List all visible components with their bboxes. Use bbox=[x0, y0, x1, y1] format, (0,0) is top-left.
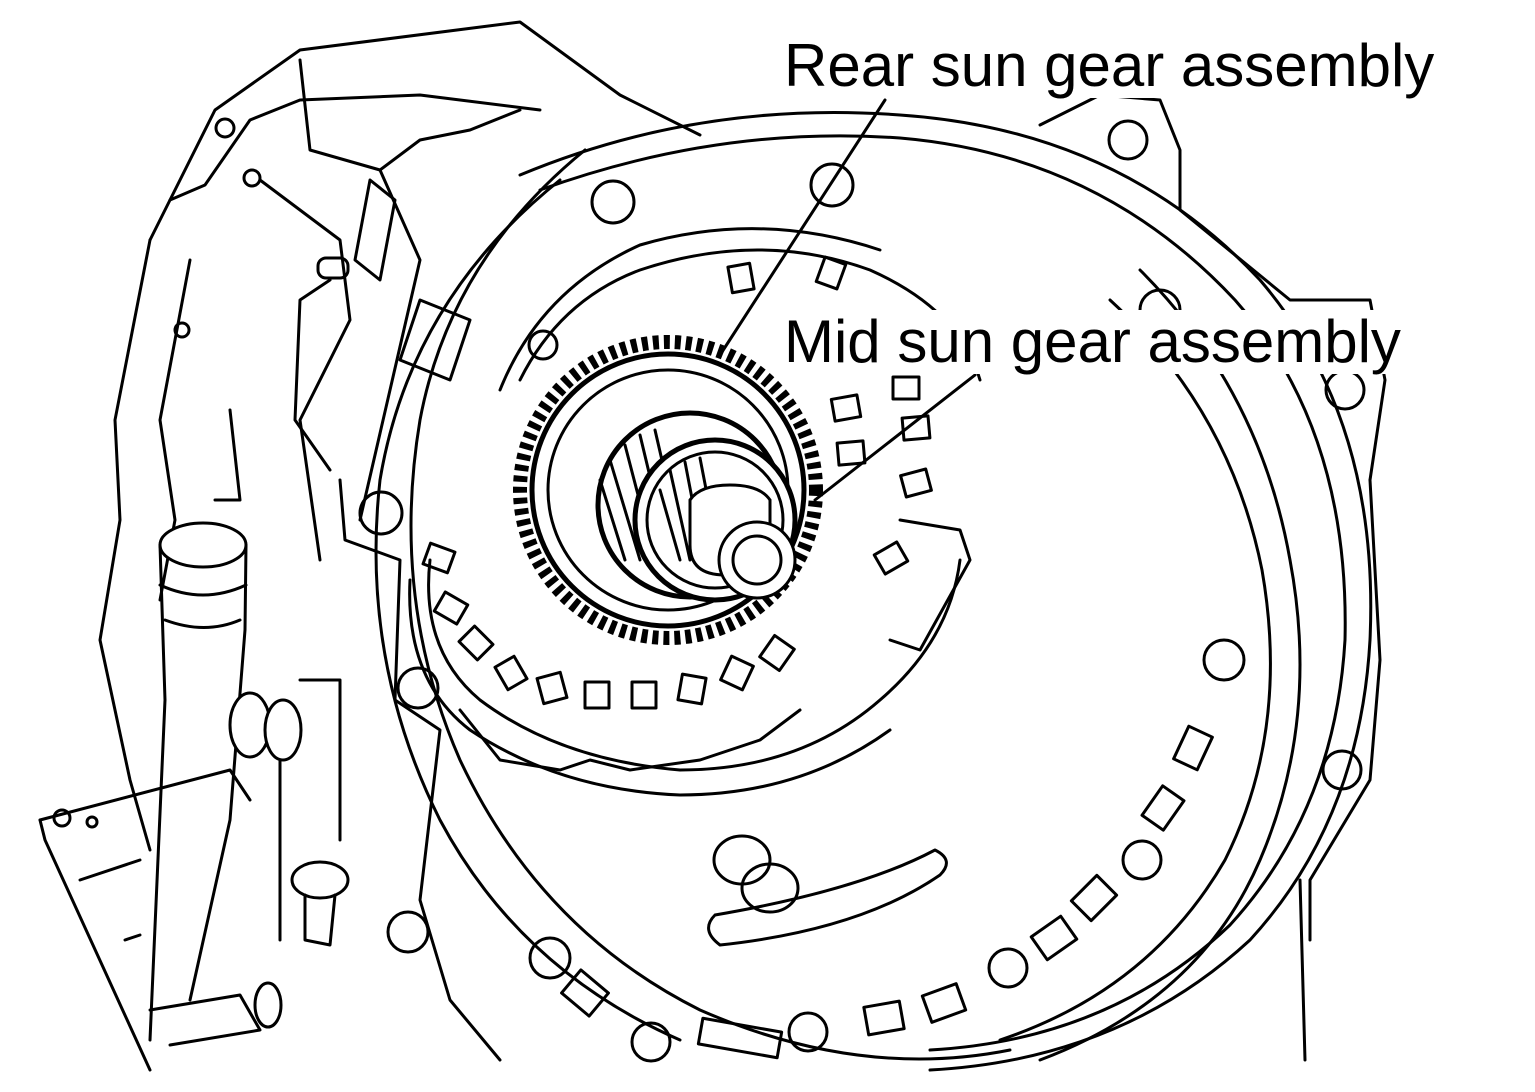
bell-housing-ring bbox=[338, 148, 1302, 1063]
filler-tube bbox=[148, 521, 248, 1042]
left-housing bbox=[98, 20, 702, 852]
lower-center-features bbox=[707, 834, 948, 947]
flange-slots bbox=[560, 724, 1214, 1060]
rear-sun-gear-leader bbox=[718, 98, 887, 357]
rear-sun-gear bbox=[513, 335, 823, 645]
rear-sun-gear-label: Rear sun gear assembly bbox=[780, 34, 1439, 98]
mid-sun-gear bbox=[595, 410, 798, 603]
clutch-drum bbox=[408, 227, 982, 797]
lower-cylinders bbox=[228, 678, 350, 947]
clutch-teeth bbox=[421, 255, 933, 710]
mid-sun-gear-label: Mid sun gear assembly bbox=[780, 310, 1405, 374]
lower-left-plate bbox=[38, 768, 283, 1072]
mid-sun-gear-leader bbox=[813, 373, 977, 502]
